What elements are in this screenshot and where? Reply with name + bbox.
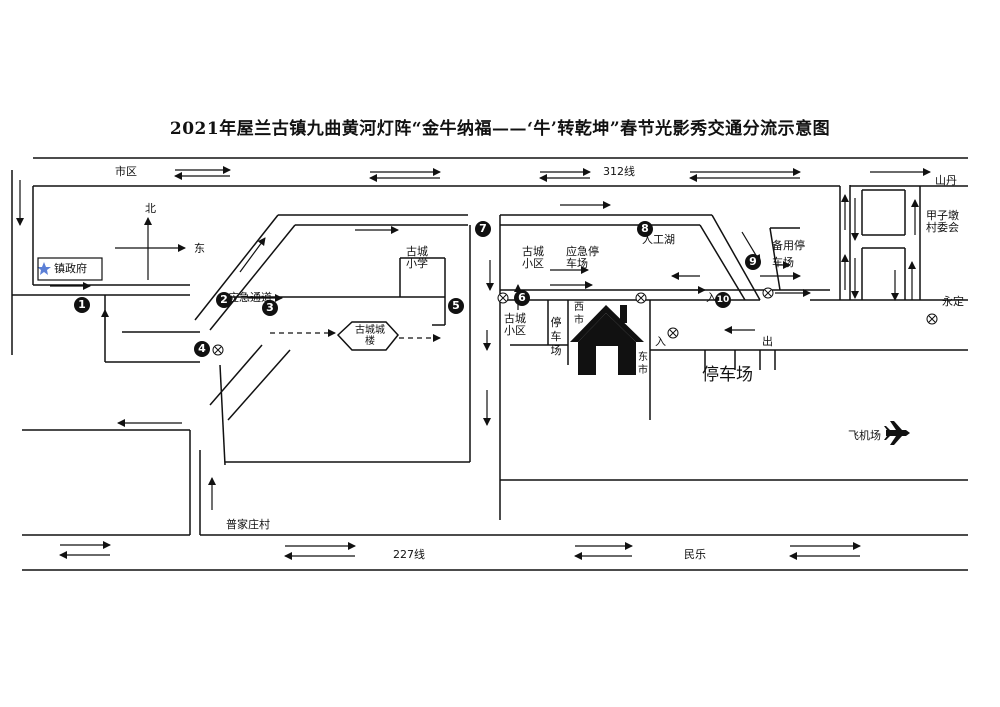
compass-north: 北 bbox=[145, 202, 156, 215]
label-beiyong-parking: 备用停车场 bbox=[772, 239, 805, 269]
label-feijichang: 飞机场 bbox=[848, 429, 881, 442]
label-shandan: 山丹 bbox=[935, 174, 957, 187]
marker-4: 4 bbox=[194, 341, 210, 357]
label-tingchechang-vertical: 停车场 bbox=[550, 316, 562, 357]
star-icon bbox=[37, 262, 51, 275]
label-entry-2: 入 bbox=[706, 291, 717, 304]
label-rengonghu: 人工湖 bbox=[642, 233, 675, 246]
marker-6: 6 bbox=[514, 290, 530, 306]
label-shiqu: 市区 bbox=[115, 165, 137, 178]
compass-east: 东 bbox=[194, 242, 205, 255]
label-dongmen: 东市 bbox=[638, 352, 648, 376]
label-entry-1: 入 bbox=[655, 335, 666, 348]
marker-1: 1 bbox=[74, 297, 90, 313]
label-yingji-tongdao: 应急通道 bbox=[228, 291, 272, 304]
label-gucheng-xiaoxue: 古城小学 bbox=[406, 245, 428, 271]
label-pujiazhuang: 普家庄村 bbox=[226, 518, 270, 531]
label-gucheng-chenglou: 古城城楼 bbox=[355, 325, 385, 347]
marker-3: 3 bbox=[262, 300, 278, 316]
label-gucheng-xiaoqu-b: 古城小区 bbox=[504, 312, 526, 338]
label-jiazidun: 甲子墩村委会 bbox=[926, 209, 959, 235]
marker-5: 5 bbox=[448, 298, 464, 314]
airplane-icon bbox=[884, 421, 910, 445]
marker-10: 10 bbox=[715, 292, 731, 308]
label-minle: 民乐 bbox=[684, 548, 706, 561]
label-yingji-parking: 应急停车场 bbox=[566, 245, 599, 271]
marker-9: 9 bbox=[745, 254, 761, 270]
label-tingchechang: 停车场 bbox=[702, 365, 753, 385]
gucheng-tower-shape bbox=[336, 321, 399, 351]
label-zhenzhengfu: 镇政府 bbox=[54, 262, 87, 275]
label-ximen: 西市 bbox=[574, 302, 584, 326]
label-road-312: 312线 bbox=[603, 165, 635, 178]
label-exit: 出 bbox=[762, 335, 773, 348]
zhenzhengfu-box bbox=[37, 257, 103, 281]
marker-2: 2 bbox=[216, 292, 232, 308]
label-road-227: 227线 bbox=[393, 548, 425, 561]
marker-7: 7 bbox=[475, 221, 491, 237]
label-gucheng-xiaoqu-a: 古城小区 bbox=[522, 245, 544, 271]
page-title: 2021年屋兰古镇九曲黄河灯阵“金牛纳福——‘牛’转乾坤”春节光影秀交通分流示意… bbox=[169, 119, 831, 139]
marker-8: 8 bbox=[637, 221, 653, 237]
house-icon bbox=[570, 305, 644, 375]
label-yongding: 永定 bbox=[942, 295, 964, 308]
